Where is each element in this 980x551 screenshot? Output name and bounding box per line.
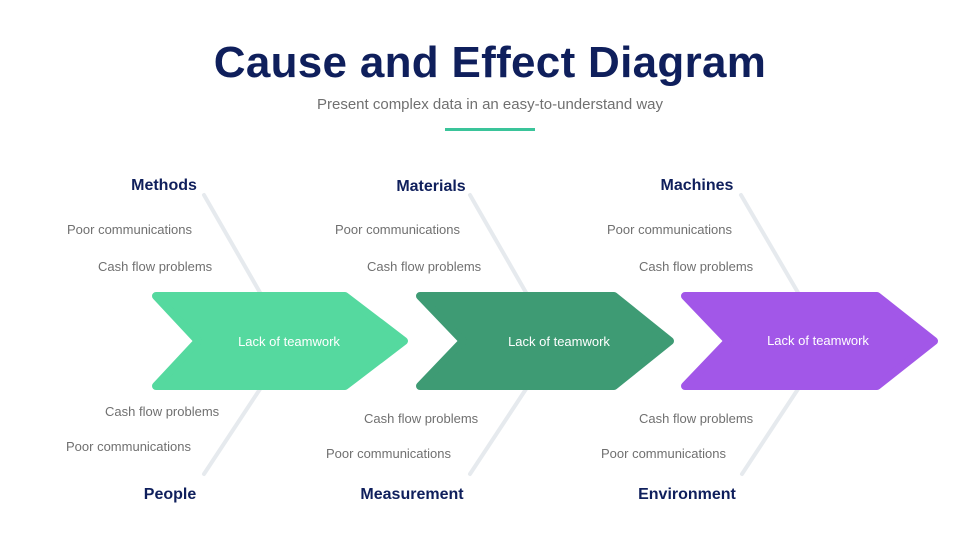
bone-methods bbox=[202, 193, 264, 298]
bone-materials bbox=[468, 193, 530, 298]
cause-measurement-1: Cash flow problems bbox=[364, 411, 479, 426]
page-title: Cause and Effect Diagram bbox=[213, 38, 767, 87]
chevron-arrow-2 bbox=[416, 292, 674, 390]
cause-methods-1: Poor communications bbox=[67, 222, 192, 237]
cause-people-1: Cash flow problems bbox=[105, 404, 220, 419]
arrow-label-1: Lack of teamwork bbox=[238, 334, 340, 349]
cause-environment-2: Poor communications bbox=[601, 446, 726, 461]
cause-methods-2: Cash flow problems bbox=[98, 259, 213, 274]
arrow-label-2: Lack of teamwork bbox=[508, 334, 610, 349]
bone-machines bbox=[739, 193, 802, 298]
bone-people bbox=[202, 384, 264, 476]
cause-materials-2: Cash flow problems bbox=[367, 259, 482, 274]
cause-measurement-2: Poor communications bbox=[326, 446, 451, 461]
category-people: People bbox=[143, 486, 197, 503]
bone-environment bbox=[740, 384, 802, 476]
cause-machines-1: Poor communications bbox=[607, 222, 732, 237]
category-methods: Methods bbox=[131, 177, 197, 194]
page-subtitle: Present complex data in an easy-to-under… bbox=[316, 96, 664, 113]
category-materials: Materials bbox=[396, 178, 466, 195]
chevron-arrow-1 bbox=[152, 292, 408, 390]
cause-environment-1: Cash flow problems bbox=[639, 411, 754, 426]
category-environment: Environment bbox=[638, 486, 736, 503]
cause-people-2: Poor communications bbox=[66, 439, 191, 454]
category-measurement: Measurement bbox=[360, 486, 464, 503]
bone-measurement bbox=[468, 384, 530, 476]
arrow-label-3: Lack of teamwork bbox=[767, 333, 869, 348]
title-underline bbox=[445, 128, 535, 131]
cause-machines-2: Cash flow problems bbox=[639, 259, 754, 274]
category-machines: Machines bbox=[660, 177, 734, 194]
chevron-arrow-3 bbox=[681, 292, 938, 390]
cause-materials-1: Poor communications bbox=[335, 222, 460, 237]
